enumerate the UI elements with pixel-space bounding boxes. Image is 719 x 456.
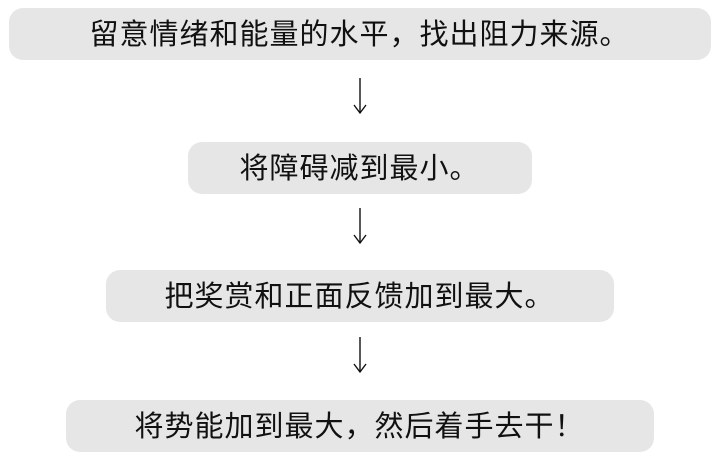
step-box-4: 将势能加到最大，然后着手去干！: [65, 400, 654, 452]
down-arrow-icon: [352, 208, 367, 245]
step-label-2: 将障碍减到最小。: [239, 150, 480, 185]
step-box-2: 将障碍减到最小。: [187, 142, 532, 194]
step-box-1: 留意情绪和能量的水平，找出阻力来源。: [8, 8, 711, 60]
step-label-4: 将势能加到最大，然后着手去干！: [134, 408, 585, 443]
step-label-1: 留意情绪和能量的水平，找出阻力来源。: [89, 16, 630, 51]
down-arrow-icon: [352, 337, 367, 374]
down-arrow-icon: [352, 78, 367, 115]
step-label-3: 把奖赏和正面反馈加到最大。: [164, 278, 555, 313]
step-box-3: 把奖赏和正面反馈加到最大。: [105, 270, 614, 322]
